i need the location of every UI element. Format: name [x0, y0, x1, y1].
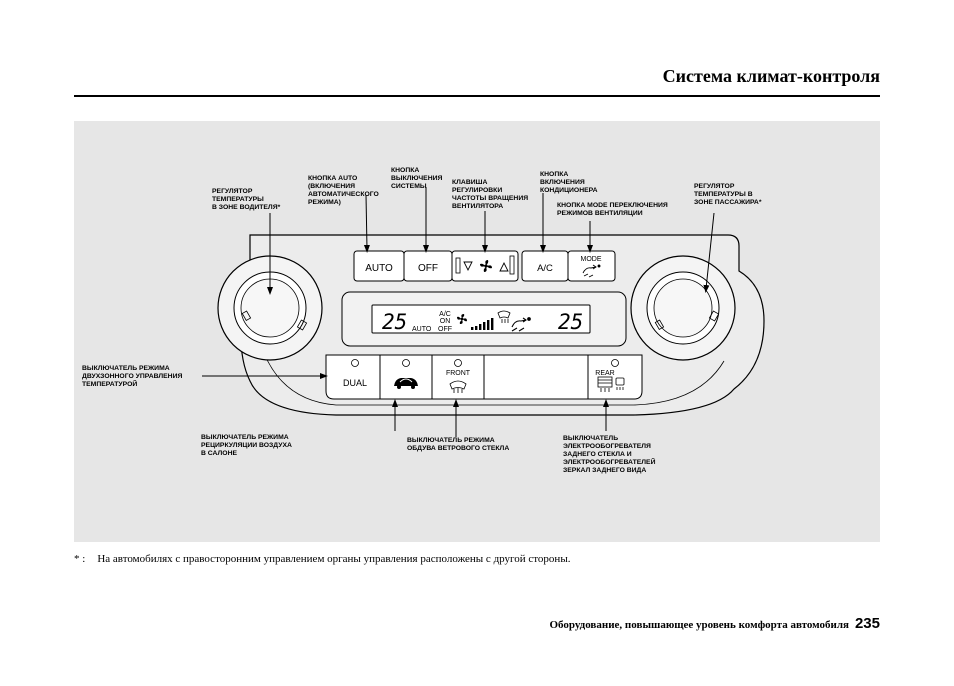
callout-fan-speed: КЛАВИША РЕГУЛИРОВКИ ЧАСТОТЫ ВРАЩЕНИЯ ВЕН…: [452, 179, 529, 210]
passenger-temp-knob[interactable]: [630, 255, 736, 361]
off-button[interactable]: OFF: [403, 250, 453, 282]
fan-speed-bars-icon: [471, 318, 494, 330]
front-defrost-indicator-led: [454, 359, 462, 367]
callout-passenger-temp: РЕГУЛЯТОР ТЕМПЕРАТУРЫ В ЗОНЕ ПАССАЖИРА*: [694, 183, 762, 206]
page-footer: Оборудование, повышающее уровень комфорт…: [549, 615, 880, 632]
callout-front-defrost: ВЫКЛЮЧАТЕЛЬ РЕЖИМА ОБДУВА ВЕТРОВОГО СТЕК…: [407, 437, 510, 452]
ac-indicator: A/C: [439, 311, 451, 318]
svg-text:MODE: MODE: [581, 256, 602, 263]
fan-icon: [480, 260, 492, 272]
front-defrost-button[interactable]: FRONT: [431, 354, 485, 400]
lcd-display: 25 AUTO A/C ON OFF: [371, 304, 591, 334]
dual-button[interactable]: DUAL: [325, 354, 381, 400]
callout-ac-button: КНОПКА ВКЛЮЧЕНИЯ КОНДИЦИОНЕРА: [540, 171, 598, 194]
fan-down-arrow-icon: [463, 261, 473, 272]
title-divider: [74, 95, 880, 97]
page-number: 235: [854, 615, 880, 632]
mode-vent-icon: [582, 264, 601, 278]
mode-vent-icon: [511, 317, 531, 332]
footnote-mark: * :: [74, 553, 86, 565]
callout-auto-button: КНОПКА AUTO (ВКЛЮЧЕНИЯ АВТОМАТИЧЕСКОГО Р…: [308, 175, 379, 206]
footnote: * : На автомобилях с правосторонним управ…: [74, 553, 570, 565]
auto-button[interactable]: AUTO: [353, 250, 405, 282]
climate-control-figure: AUTO OFF A/C MODE: [74, 121, 880, 542]
rear-defrost-indicator-led: [611, 359, 619, 367]
page-title: Система климат-контроля: [662, 66, 880, 86]
recirculation-button[interactable]: [379, 354, 433, 400]
rear-defrost-icon: [597, 376, 625, 392]
svg-text:FRONT: FRONT: [446, 370, 471, 377]
on-indicator: ON: [440, 318, 451, 325]
front-defrost-icon: [497, 310, 511, 323]
left-temp-readout: 25: [382, 310, 407, 334]
callout-dual-switch: ВЫКЛЮЧАТЕЛЬ РЕЖИМА ДВУХЗОННОГО УПРАВЛЕНИ…: [82, 365, 183, 388]
right-temp-readout: 25: [558, 310, 583, 334]
callout-mode-button: КНОПКА MODE ПЕРЕКЛЮЧЕНИЯ РЕЖИМОВ ВЕНТИЛЯ…: [557, 202, 668, 217]
fan-speed-rocker[interactable]: [451, 250, 519, 282]
callout-off-button: КНОПКА ВЫКЛЮЧЕНИЯ СИСТЕМЫ: [391, 167, 443, 190]
driver-temp-knob[interactable]: [217, 255, 323, 361]
front-defrost-icon: [449, 380, 467, 393]
fan-icon: [457, 314, 467, 324]
callout-rear-defrost: ВЫКЛЮЧАТЕЛЬ ЭЛЕКТРООБОГРЕВАТЕЛЯ ЗАДНЕГО …: [563, 435, 656, 474]
mode-button[interactable]: MODE: [567, 250, 616, 282]
footnote-text: На автомобилях с правосторонним управлен…: [97, 553, 571, 565]
recirculation-car-icon: [394, 378, 418, 389]
callout-driver-temp: РЕГУЛЯТОР ТЕМПЕРАТУРЫ В ЗОНЕ ВОДИТЕЛЯ*: [212, 188, 281, 211]
svg-text:OFF: OFF: [418, 263, 438, 274]
svg-text:REAR: REAR: [595, 370, 614, 377]
svg-text:DUAL: DUAL: [343, 378, 367, 388]
climate-panel-illustration: AUTO OFF A/C MODE: [202, 187, 765, 437]
svg-text:AUTO: AUTO: [365, 263, 393, 274]
off-indicator: OFF: [438, 326, 452, 333]
blank-panel: [483, 354, 589, 400]
footer-section-title: Оборудование, повышающее уровень комфорт…: [549, 619, 849, 631]
rear-defrost-button[interactable]: REAR: [587, 354, 643, 400]
callout-recirc-switch: ВЫКЛЮЧАТЕЛЬ РЕЖИМА РЕЦИРКУЛЯЦИИ ВОЗДУХА …: [201, 434, 292, 457]
fan-up-arrow-icon: [499, 261, 509, 272]
svg-text:A/C: A/C: [537, 263, 553, 274]
auto-indicator: AUTO: [412, 326, 432, 333]
dual-indicator-led: [351, 359, 359, 367]
ac-button[interactable]: A/C: [521, 250, 569, 282]
recirculation-indicator-led: [402, 359, 410, 367]
